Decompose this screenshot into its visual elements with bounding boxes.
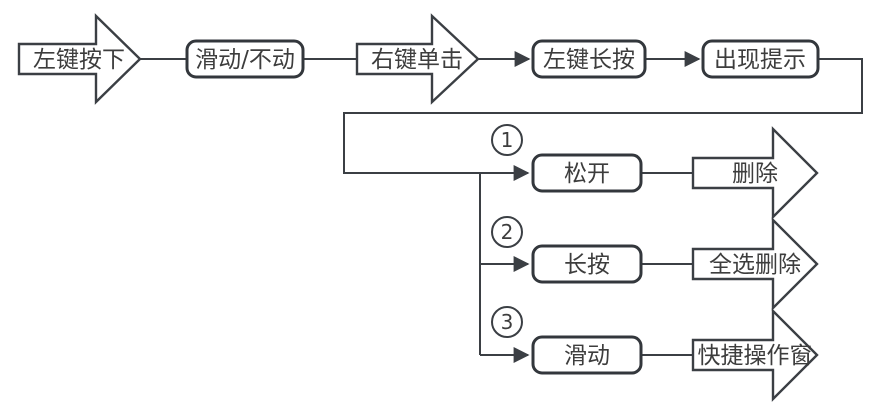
node-select-all-delete-label: 全选删除 — [709, 252, 801, 278]
badge-3-label: 3 — [501, 310, 514, 334]
circled-number-1-icon — [491, 124, 523, 156]
badge-2-label: 2 — [501, 220, 514, 244]
node-slide-or-still-label: 滑动/不动 — [195, 47, 295, 73]
node-left-press-shape — [17, 13, 142, 105]
node-select-all-delete-shape — [691, 217, 819, 311]
node-right-click-label: 右键单击 — [371, 47, 463, 73]
node-left-long-press-label: 左键长按 — [543, 47, 635, 73]
node-tip-appears-shape — [701, 39, 820, 79]
badge-1-label: 1 — [501, 128, 514, 152]
circled-number-3-icon — [491, 306, 523, 338]
node-slide-label: 滑动 — [564, 343, 610, 369]
node-release-label: 松开 — [564, 161, 610, 187]
node-tip-appears-label: 出现提示 — [714, 47, 806, 73]
node-slide-shape — [531, 335, 643, 375]
connector-tip-to-branch-1 — [343, 58, 863, 181]
node-quick-action-window-label: 快捷操作窗 — [698, 343, 813, 369]
node-release-shape — [531, 153, 643, 193]
node-delete-label: 删除 — [732, 161, 778, 187]
node-delete-shape — [691, 126, 819, 220]
node-hold-label: 长按 — [564, 252, 610, 278]
circled-number-2-icon — [491, 216, 523, 248]
node-left-press-label: 左键按下 — [33, 47, 125, 73]
node-right-click-shape — [355, 13, 480, 105]
node-left-long-press-shape — [531, 39, 647, 79]
node-hold-shape — [531, 244, 643, 284]
node-slide-or-still-shape — [185, 39, 305, 79]
node-quick-action-window-shape — [691, 308, 819, 402]
